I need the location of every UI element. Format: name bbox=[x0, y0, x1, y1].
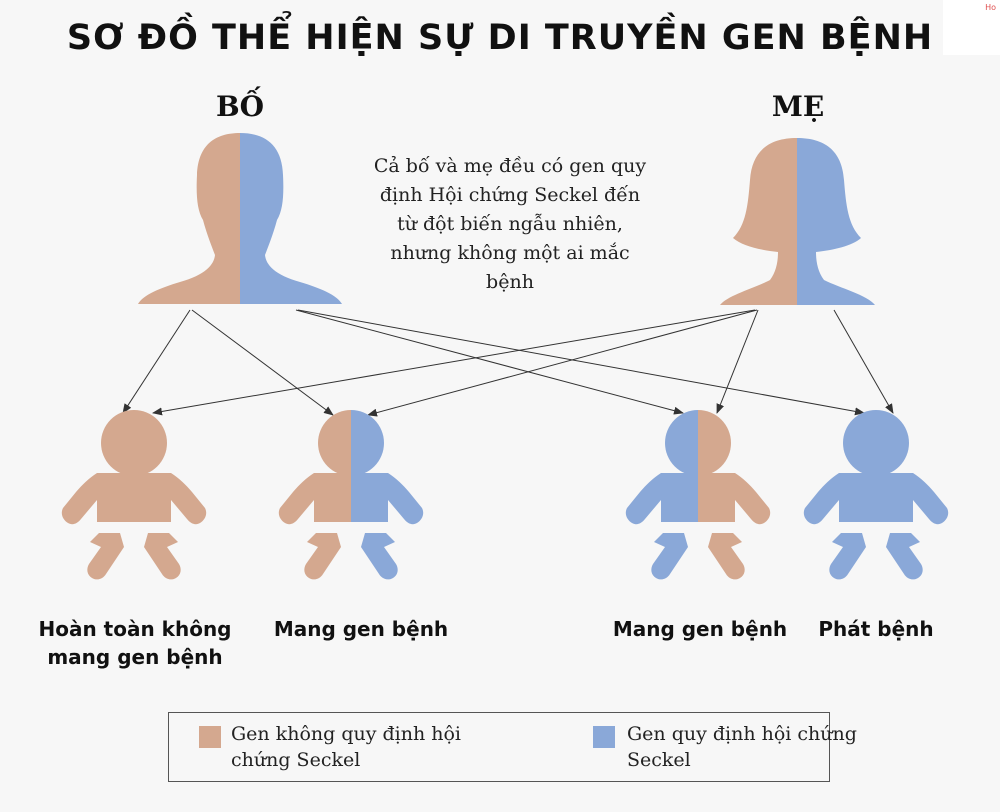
arrow-father-child3 bbox=[295, 309, 684, 415]
child-4-label: Phát bệnh bbox=[818, 617, 934, 641]
arrow-mother-child2 bbox=[367, 309, 758, 417]
child-2-figure bbox=[278, 410, 424, 580]
legend-label-gene: Gen quy định hội chứng Seckel bbox=[627, 723, 857, 771]
inheritance-arrows bbox=[122, 309, 894, 417]
father-silhouette bbox=[138, 133, 342, 304]
corner-logo: Ho bbox=[985, 3, 996, 12]
diagram-title: SƠ ĐỒ THỂ HIỆN SỰ DI TRUYỀN GEN BỆNH bbox=[66, 18, 934, 58]
child-2-label: Mang gen bệnh bbox=[273, 617, 449, 641]
explanation-note: Cả bố và mẹ đều có gen quy định Hội chứn… bbox=[373, 155, 647, 293]
child-3-figure bbox=[625, 410, 771, 580]
legend-label-normal: Gen không quy định hội chứng Seckel bbox=[231, 723, 462, 771]
mother-silhouette bbox=[720, 138, 875, 305]
legend-swatch-normal bbox=[199, 726, 221, 748]
arrow-mother-child4 bbox=[833, 309, 894, 414]
arrow-father-child1 bbox=[122, 309, 191, 414]
child-3-label: Mang gen bệnh bbox=[612, 617, 788, 641]
arrow-father-child2 bbox=[191, 309, 334, 416]
child-1-label: Hoàn toàn không mang gen bệnh bbox=[38, 617, 232, 669]
legend-swatch-gene bbox=[593, 726, 615, 748]
corner-ad-box: Ho bbox=[943, 0, 1000, 55]
legend: Gen không quy định hội chứng Seckel Gen … bbox=[168, 712, 857, 782]
arrow-mother-child1 bbox=[152, 309, 756, 416]
arrow-father-child4 bbox=[297, 309, 865, 416]
mother-label: MẸ bbox=[771, 90, 825, 123]
arrow-mother-child3 bbox=[716, 309, 759, 414]
child-4-figure bbox=[803, 410, 949, 580]
father-label: BỐ bbox=[215, 90, 265, 123]
child-1-figure bbox=[61, 410, 207, 580]
